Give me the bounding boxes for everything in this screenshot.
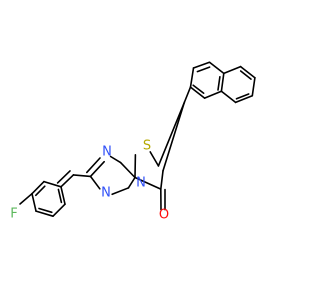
atom-label-fluorine: F: [10, 207, 17, 222]
atom-labels: S N N N O F: [10, 139, 169, 223]
bonds: [19, 61, 256, 217]
atom-label-nitrogen-1: N: [102, 145, 112, 160]
atom-label-sulfur: S: [143, 139, 151, 154]
atom-label-nitrogen-3: N: [136, 176, 146, 191]
molecule-structure: S N N N O F: [10, 61, 256, 223]
atom-label-oxygen: O: [159, 208, 169, 223]
atom-label-nitrogen-2: N: [101, 186, 111, 201]
